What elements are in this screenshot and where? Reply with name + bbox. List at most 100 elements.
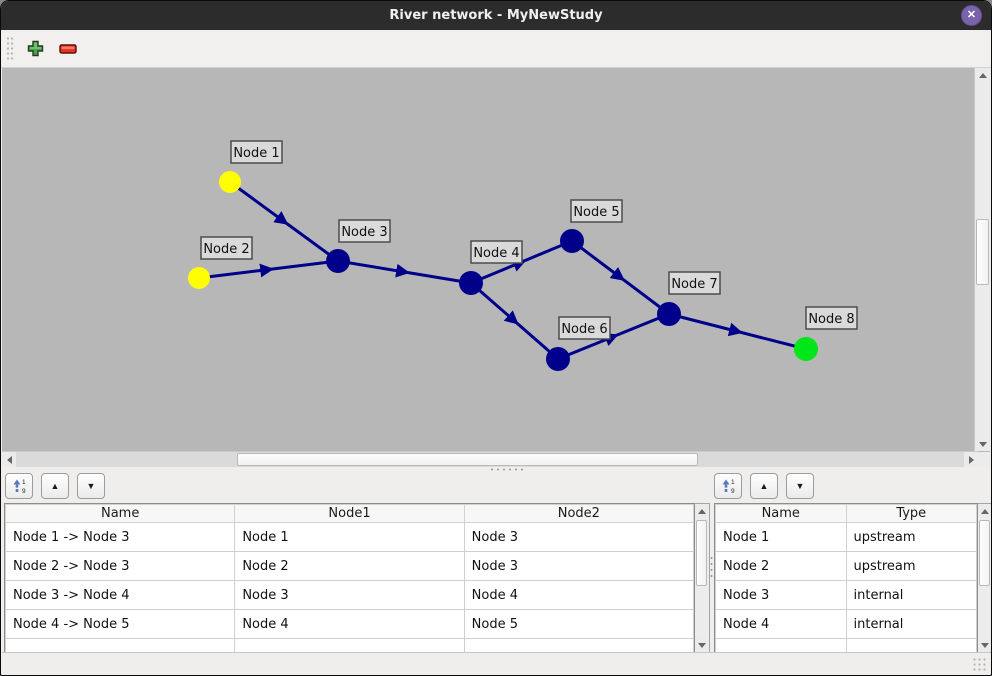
scroll-down-button[interactable] bbox=[695, 638, 708, 652]
network-node[interactable] bbox=[459, 271, 483, 295]
add-button[interactable] bbox=[22, 36, 48, 62]
node-label[interactable]: Node 3 bbox=[338, 219, 391, 243]
node-label[interactable]: Node 2 bbox=[200, 236, 253, 260]
column-header[interactable]: Node1 bbox=[234, 504, 465, 523]
table-cell[interactable]: Node 4 bbox=[715, 609, 847, 639]
network-node[interactable] bbox=[657, 302, 681, 326]
horizontal-scroll-thumb[interactable] bbox=[237, 453, 698, 466]
table-cell[interactable]: Node 2 bbox=[715, 551, 847, 581]
node-label[interactable]: Node 4 bbox=[470, 240, 523, 264]
table-cell[interactable] bbox=[715, 638, 847, 652]
network-node[interactable] bbox=[188, 267, 210, 289]
table-cell[interactable]: Node 4 bbox=[463, 580, 694, 610]
svg-text:9: 9 bbox=[731, 488, 735, 494]
table-cell[interactable]: Node 3 -> Node 4 bbox=[5, 580, 236, 610]
column-header[interactable]: Node2 bbox=[463, 504, 694, 523]
nodes-table-scrollbar[interactable] bbox=[978, 503, 991, 653]
network-node[interactable] bbox=[794, 337, 818, 361]
sort-button[interactable]: 1 9 bbox=[714, 473, 742, 499]
remove-button[interactable] bbox=[55, 36, 81, 62]
table-cell[interactable] bbox=[5, 638, 236, 652]
scroll-down-button[interactable] bbox=[978, 638, 991, 652]
panel-splitter-handle[interactable] bbox=[2, 467, 990, 472]
titlebar[interactable]: River network - MyNewStudy ✕ bbox=[1, 1, 991, 30]
column-header[interactable]: Name bbox=[5, 504, 236, 523]
canvas-vertical-scrollbar[interactable] bbox=[974, 68, 990, 451]
table-cell[interactable]: Node 2 -> Node 3 bbox=[5, 551, 236, 581]
table-cell[interactable]: Node 1 bbox=[715, 522, 847, 552]
table-cell[interactable]: internal bbox=[845, 580, 977, 610]
network-edge[interactable] bbox=[470, 281, 559, 361]
sort-button[interactable]: 1 9 bbox=[5, 473, 33, 499]
tables-splitter-handle[interactable] bbox=[710, 503, 714, 653]
table-cell[interactable]: Node 4 bbox=[234, 609, 465, 639]
move-up-button[interactable]: ▲ bbox=[41, 473, 69, 499]
table-cell[interactable]: Node 5 bbox=[463, 609, 694, 639]
table-cell[interactable]: upstream bbox=[845, 551, 977, 581]
table-cell[interactable]: Node 1 bbox=[234, 522, 465, 552]
network-edge[interactable] bbox=[229, 180, 339, 263]
network-canvas[interactable]: Node 1 Node 2 Node 3 Node 4 Node 5 Node 6 Node… bbox=[2, 68, 976, 451]
scroll-up-button[interactable] bbox=[975, 68, 990, 82]
toolbar-grip-handle[interactable] bbox=[6, 35, 15, 62]
table-cell[interactable] bbox=[845, 638, 977, 652]
node-label[interactable]: Node 5 bbox=[570, 199, 623, 223]
network-edge[interactable] bbox=[668, 312, 807, 351]
network-edge[interactable] bbox=[557, 312, 670, 361]
network-edge[interactable] bbox=[337, 259, 472, 285]
table-row-partial[interactable] bbox=[715, 638, 977, 652]
table-cell[interactable]: Node 3 bbox=[463, 551, 694, 581]
network-node[interactable] bbox=[546, 347, 570, 371]
network-edge[interactable] bbox=[198, 259, 339, 280]
table-cell[interactable]: Node 3 bbox=[715, 580, 847, 610]
node-label[interactable]: Node 7 bbox=[668, 271, 721, 295]
main-toolbar bbox=[1, 30, 991, 68]
scroll-up-button[interactable] bbox=[978, 504, 991, 518]
table-cell[interactable]: Node 4 -> Node 5 bbox=[5, 609, 236, 639]
table-cell[interactable]: internal bbox=[845, 609, 977, 639]
vertical-scroll-thumb[interactable] bbox=[979, 520, 990, 586]
column-header[interactable]: Name bbox=[715, 504, 847, 523]
node-label[interactable]: Node 1 bbox=[230, 140, 283, 164]
close-button[interactable]: ✕ bbox=[961, 5, 982, 26]
table-cell[interactable]: Node 2 bbox=[234, 551, 465, 581]
scroll-left-button[interactable] bbox=[2, 452, 16, 467]
scroll-down-button[interactable] bbox=[975, 437, 990, 451]
move-down-button[interactable]: ▼ bbox=[786, 473, 814, 499]
node-label[interactable]: Node 8 bbox=[805, 306, 858, 330]
reaches-table-scrollbar[interactable] bbox=[695, 503, 710, 653]
move-down-button[interactable]: ▼ bbox=[77, 473, 105, 499]
table-cell[interactable]: Node 1 -> Node 3 bbox=[5, 522, 236, 552]
table-row-partial[interactable] bbox=[5, 638, 694, 652]
vertical-scroll-thumb[interactable] bbox=[696, 520, 707, 586]
triangle-down-icon bbox=[697, 642, 706, 648]
move-up-button[interactable]: ▲ bbox=[750, 473, 778, 499]
column-header[interactable]: Type bbox=[845, 504, 977, 523]
table-cell[interactable] bbox=[234, 638, 465, 652]
table-cell[interactable] bbox=[463, 638, 694, 652]
triangle-down-icon bbox=[980, 642, 989, 648]
table-cell[interactable]: upstream bbox=[845, 522, 977, 552]
node-label[interactable]: Node 6 bbox=[558, 316, 611, 340]
network-node[interactable] bbox=[560, 229, 584, 253]
vertical-scroll-thumb[interactable] bbox=[976, 219, 989, 285]
network-node[interactable] bbox=[219, 171, 241, 193]
table-cell[interactable]: Node 3 bbox=[234, 580, 465, 610]
network-edge[interactable] bbox=[571, 239, 670, 316]
table-cell[interactable]: Node 3 bbox=[463, 522, 694, 552]
resize-grip-icon[interactable] bbox=[972, 657, 987, 671]
network-node[interactable] bbox=[326, 249, 350, 273]
canvas-horizontal-scrollbar[interactable] bbox=[2, 451, 978, 467]
scroll-up-button[interactable] bbox=[695, 504, 708, 518]
